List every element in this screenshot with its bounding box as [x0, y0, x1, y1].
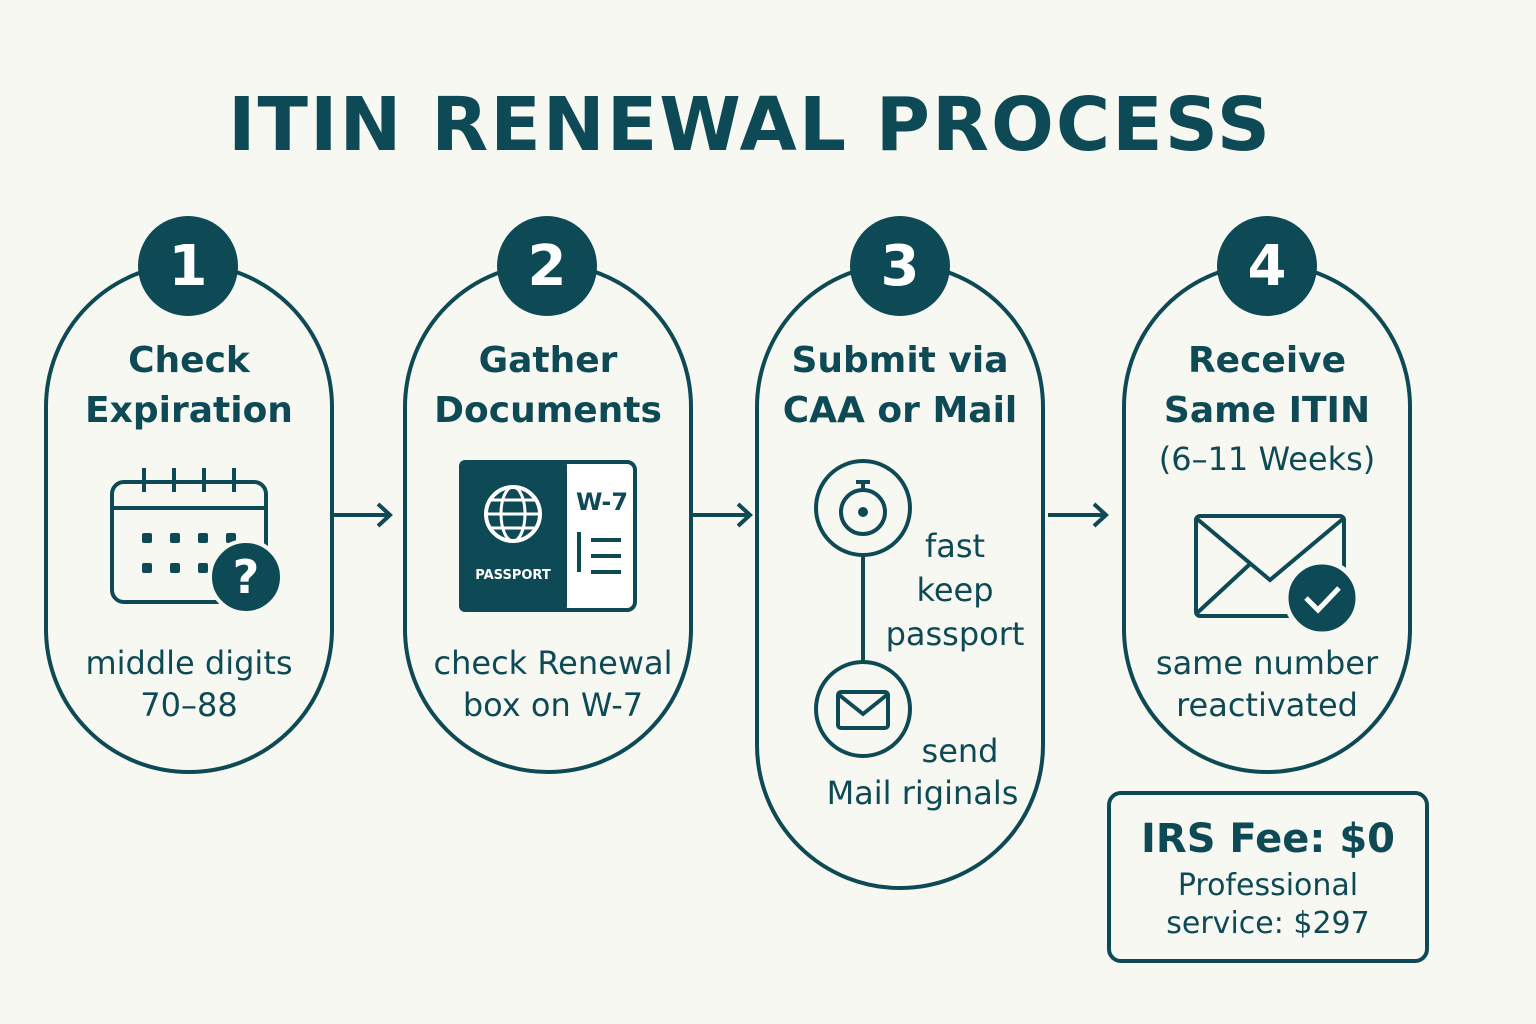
- w7-form-label: W-7: [575, 488, 629, 516]
- arrow-right-icon: [332, 502, 393, 528]
- irs-fee: IRS Fee: $0: [1141, 816, 1395, 862]
- step-2-badge: 2: [497, 216, 597, 316]
- step-4-badge: 4: [1217, 216, 1317, 316]
- arrow-right-icon: [1048, 502, 1109, 528]
- step-3-badge: 3: [850, 216, 950, 316]
- envelope-check-icon: [1194, 514, 1361, 637]
- passport-label: PASSPORT: [475, 568, 551, 583]
- svg-text:?: ?: [233, 550, 260, 604]
- page-title: ITIN RENEWAL PROCESS: [228, 82, 1272, 168]
- stopwatch-mail-icon: [814, 459, 912, 758]
- calendar-question-icon: ?: [110, 468, 284, 615]
- step-1-card: [44, 262, 334, 774]
- step-1-badge: 1: [138, 216, 238, 316]
- passport-w7-icon: PASSPORT W-7: [459, 460, 639, 614]
- step-4-timeframe: (6–11 Weeks): [1158, 440, 1376, 478]
- step-3-card: [755, 262, 1045, 890]
- arrow-right-icon: [692, 502, 753, 528]
